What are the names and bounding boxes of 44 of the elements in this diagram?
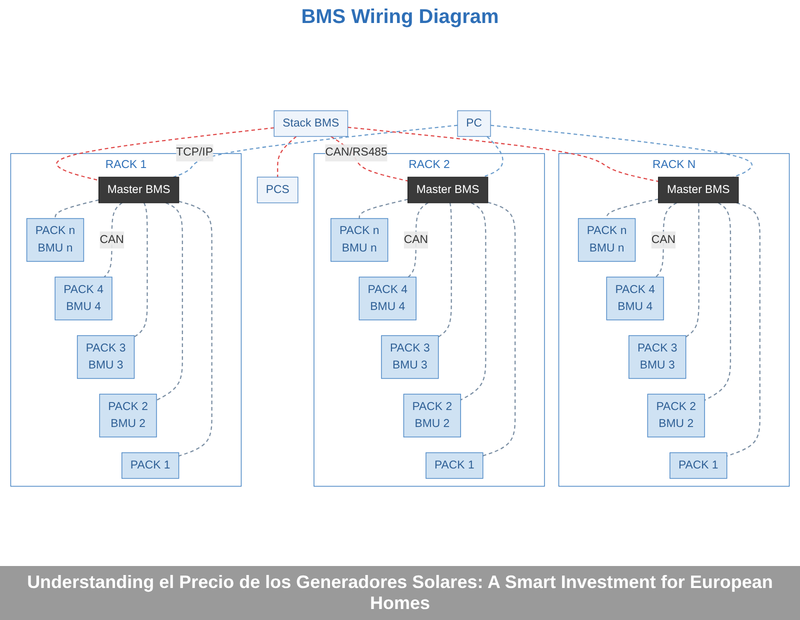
edge-label: CAN/RS485 — [325, 146, 388, 159]
edge-label: TCP/IP — [176, 146, 213, 159]
node-box: PACK n BMU n — [26, 218, 84, 262]
connector — [606, 198, 659, 219]
connector — [178, 200, 212, 457]
connector — [54, 199, 99, 219]
connector — [173, 124, 458, 178]
node-box: PACK 1 — [426, 452, 484, 479]
connector — [490, 124, 752, 178]
edge-label: CAN — [100, 234, 124, 246]
node-box: PACK 4 BMU 4 — [606, 276, 664, 320]
node-box: PC — [457, 110, 491, 137]
edge-label: CAN — [651, 234, 676, 246]
edge-label: CAN — [404, 234, 428, 246]
node-box: PCS — [256, 176, 298, 204]
connector — [348, 126, 659, 182]
connector — [56, 127, 274, 181]
node-box: PACK 2 BMU 2 — [99, 394, 157, 438]
connector — [686, 202, 700, 338]
node-box: PACK n BMU n — [578, 218, 636, 262]
node-box: PACK 2 BMU 2 — [647, 394, 705, 438]
node-box: Master BMS — [98, 176, 180, 204]
node-box: Master BMS — [658, 176, 739, 204]
node-box: PACK 3 BMU 3 — [381, 335, 439, 379]
node-box: PACK 1 — [122, 452, 180, 479]
connector — [358, 198, 408, 219]
node-box: PACK 2 BMU 2 — [403, 394, 461, 438]
node-box: PACK n BMU n — [330, 218, 388, 262]
node-box: PACK 4 BMU 4 — [358, 276, 416, 320]
node-box: Master BMS — [407, 176, 488, 204]
connector — [134, 202, 148, 338]
node-box: PACK 3 BMU 3 — [76, 335, 135, 379]
node-box: Stack BMS — [274, 110, 348, 137]
connector — [277, 136, 297, 178]
connector — [482, 136, 504, 178]
node-box: PACK 1 — [670, 452, 728, 479]
diagram-title: BMS Wiring Diagram — [301, 6, 499, 29]
connector — [438, 202, 452, 338]
connector — [482, 202, 516, 456]
node-box: PACK 4 BMU 4 — [54, 276, 112, 320]
node-box: PACK 3 BMU 3 — [628, 335, 686, 379]
connector — [156, 202, 183, 401]
connector — [460, 202, 486, 401]
caption-banner: Understanding el Precio de los Generadores Solares: A Smart Investment for European Homes — [0, 566, 800, 620]
